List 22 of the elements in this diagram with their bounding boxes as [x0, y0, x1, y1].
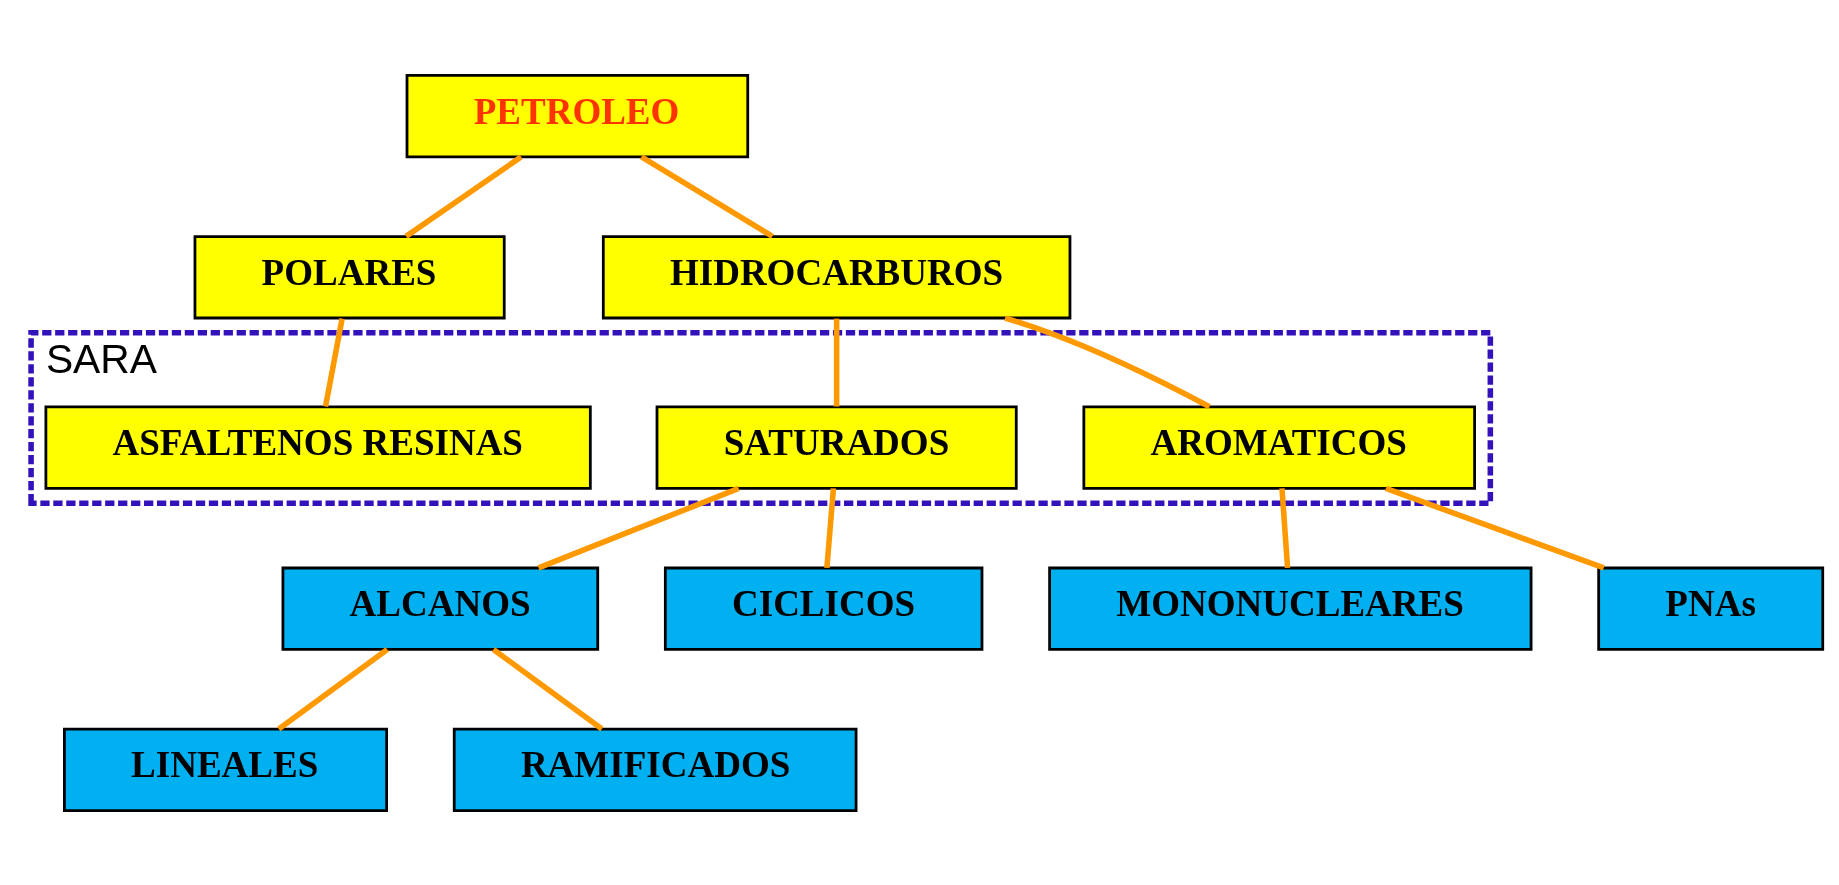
- connector: [1384, 485, 1605, 570]
- connector: [277, 646, 389, 731]
- connector: [1279, 487, 1291, 568]
- node-box: SATURADOS: [655, 405, 1018, 490]
- connector: [537, 485, 740, 570]
- node-box: POLARES: [193, 234, 506, 319]
- connector: [404, 154, 523, 239]
- node-box: RAMIFICADOS: [452, 727, 858, 812]
- node-box: CICLICOS: [663, 566, 984, 651]
- node-box: LINEALES: [63, 727, 388, 812]
- connector: [1004, 314, 1211, 409]
- connector: [833, 318, 840, 407]
- node-box: ASFALTENOS RESINAS: [44, 405, 592, 490]
- connector: [491, 646, 604, 731]
- node-box: HIDROCARBUROS: [601, 234, 1072, 319]
- connector: [322, 317, 345, 407]
- node-box: MONONUCLEARES: [1048, 566, 1533, 651]
- connector: [640, 154, 774, 239]
- node-box: PNAs: [1597, 566, 1825, 651]
- node-box: PETROLEO: [405, 73, 750, 158]
- node-box: AROMATICOS: [1082, 405, 1476, 490]
- node-box: ALCANOS: [281, 566, 600, 651]
